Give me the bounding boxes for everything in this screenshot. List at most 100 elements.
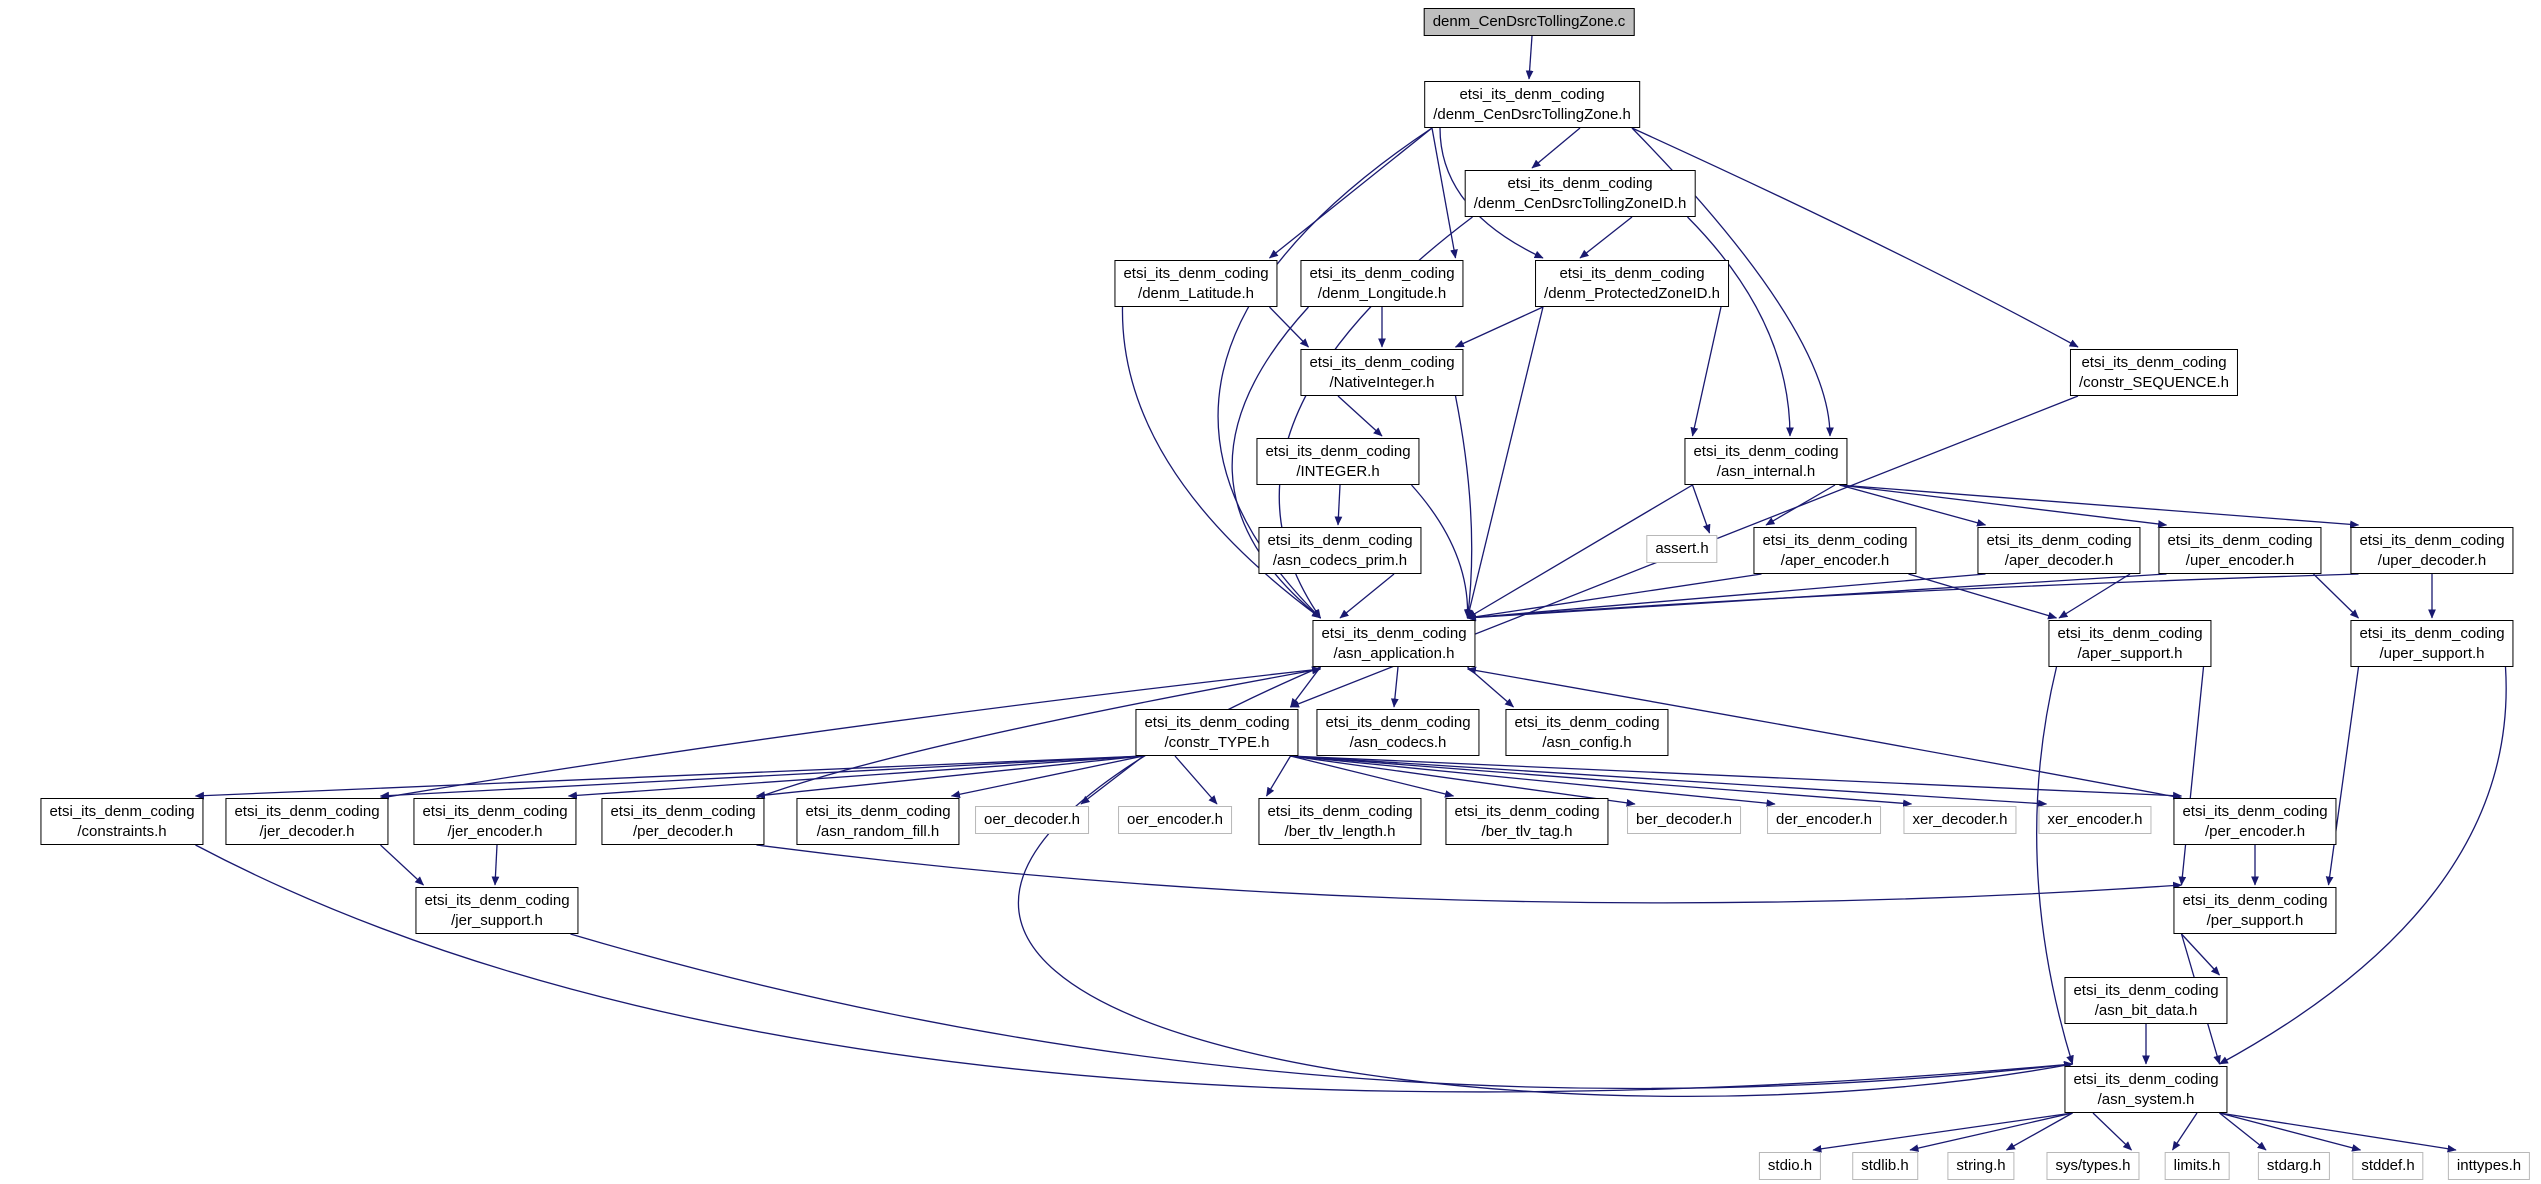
node-uper_support_h[interactable]: etsi_its_denm_coding/uper_support.h bbox=[2350, 620, 2514, 667]
node-aper_encoder_h[interactable]: etsi_its_denm_coding/aper_encoder.h bbox=[1753, 527, 1917, 574]
node-jer_decoder_h[interactable]: etsi_its_denm_coding/jer_decoder.h bbox=[225, 798, 389, 845]
graph-edge-constr_TYPE_h-to-ber_tlv_length_h bbox=[1265, 755, 1292, 797]
node-label: /denm_ProtectedZoneID.h bbox=[1544, 284, 1720, 302]
graph-edge-asn_system_h-to-string_h bbox=[2005, 1112, 2073, 1151]
graph-edge-constr_TYPE_h-to-per_encoder_h bbox=[1290, 755, 2183, 800]
node-per_encoder_h[interactable]: etsi_its_denm_coding/per_encoder.h bbox=[2173, 798, 2337, 845]
graph-edge-per_support_h-to-asn_bit_data_h bbox=[2181, 933, 2220, 976]
node-xer_decoder_h: xer_decoder.h bbox=[1903, 806, 2017, 834]
node-label: etsi_its_denm_coding bbox=[1144, 714, 1290, 731]
node-aper_decoder_h[interactable]: etsi_its_denm_coding/aper_decoder.h bbox=[1977, 527, 2141, 574]
node-label: etsi_its_denm_coding bbox=[1693, 443, 1839, 460]
node-label: stddef.h bbox=[2361, 1157, 2415, 1174]
node-label: etsi_its_denm_coding bbox=[2167, 532, 2313, 549]
node-label: /uper_decoder.h bbox=[2377, 551, 2487, 569]
node-asn_internal_h[interactable]: etsi_its_denm_coding/asn_internal.h bbox=[1684, 438, 1848, 485]
node-label: /asn_application.h bbox=[1333, 644, 1455, 662]
node-denm_CenDsrcTollingZone_h[interactable]: etsi_its_denm_coding/denm_CenDsrcTolling… bbox=[1424, 81, 1640, 128]
node-asn_random_fill_h[interactable]: etsi_its_denm_coding/asn_random_fill.h bbox=[796, 798, 960, 845]
node-asn_application_h[interactable]: etsi_its_denm_coding/asn_application.h bbox=[1312, 620, 1476, 667]
node-uper_decoder_h[interactable]: etsi_its_denm_coding/uper_decoder.h bbox=[2350, 527, 2514, 574]
node-label: stdarg.h bbox=[2266, 1157, 2322, 1174]
node-per_decoder_h[interactable]: etsi_its_denm_coding/per_decoder.h bbox=[601, 798, 765, 845]
graph-edge-aper_decoder_h-to-aper_support_h bbox=[2058, 573, 2131, 619]
node-asn_config_h[interactable]: etsi_its_denm_coding/asn_config.h bbox=[1505, 709, 1669, 756]
graph-edge-asn_system_h-to-sys_types_h bbox=[2092, 1112, 2132, 1151]
node-label: etsi_its_denm_coding bbox=[1267, 803, 1413, 820]
node-jer_encoder_h[interactable]: etsi_its_denm_coding/jer_encoder.h bbox=[413, 798, 577, 845]
node-denm_Longitude_h[interactable]: etsi_its_denm_coding/denm_Longitude.h bbox=[1300, 260, 1464, 307]
graph-edge-asn_system_h-to-stdarg_h bbox=[2219, 1112, 2267, 1151]
graph-edge-asn_internal_h-to-aper_encoder_h bbox=[1765, 484, 1836, 526]
node-oer_encoder_h: oer_encoder.h bbox=[1118, 806, 1232, 834]
graph-edge-denm_Latitude_h-to-asn_application_h bbox=[1121, 306, 1322, 619]
node-aper_support_h[interactable]: etsi_its_denm_coding/aper_support.h bbox=[2048, 620, 2212, 667]
node-label: /denm_CenDsrcTollingZone.h bbox=[1433, 105, 1631, 123]
graph-edge-constr_TYPE_h-to-xer_encoder_h bbox=[1290, 755, 2048, 808]
node-ber_tlv_tag_h[interactable]: etsi_its_denm_coding/ber_tlv_tag.h bbox=[1445, 798, 1609, 845]
node-denm_CenDsrcTollingZoneID_h[interactable]: etsi_its_denm_coding/denm_CenDsrcTolling… bbox=[1464, 170, 1696, 217]
node-asn_system_h[interactable]: etsi_its_denm_coding/asn_system.h bbox=[2064, 1066, 2228, 1113]
graph-edge-uper_encoder_h-to-uper_support_h bbox=[2313, 573, 2359, 619]
graph-edge-asn_internal_h-to-uper_encoder_h bbox=[1839, 484, 2168, 528]
graph-edge-aper_decoder_h-to-asn_application_h bbox=[1466, 573, 1986, 622]
graph-edge-asn_internal_h-to-assert_h bbox=[1691, 484, 1711, 534]
node-NativeInteger_h[interactable]: etsi_its_denm_coding/NativeInteger.h bbox=[1300, 349, 1464, 396]
node-label: /constr_TYPE.h bbox=[1164, 733, 1270, 751]
graph-edge-per_decoder_h-to-per_support_h bbox=[756, 844, 2183, 904]
node-label: etsi_its_denm_coding bbox=[2182, 892, 2328, 909]
node-label: /denm_Longitude.h bbox=[1317, 284, 1447, 302]
node-label: /asn_internal.h bbox=[1716, 462, 1816, 480]
node-label: etsi_its_denm_coding bbox=[49, 803, 195, 820]
graph-edge-denm_Latitude_h-to-NativeInteger_h bbox=[1269, 306, 1309, 348]
node-label: /jer_encoder.h bbox=[447, 822, 543, 840]
node-per_support_h[interactable]: etsi_its_denm_coding/per_support.h bbox=[2173, 887, 2337, 934]
node-limits_h: limits.h bbox=[2164, 1152, 2230, 1180]
node-constraints_h[interactable]: etsi_its_denm_coding/constraints.h bbox=[40, 798, 204, 845]
graph-edge-constraints_h-to-asn_system_h bbox=[195, 844, 2074, 1093]
node-label: assert.h bbox=[1655, 540, 1709, 557]
node-jer_support_h[interactable]: etsi_its_denm_coding/jer_support.h bbox=[415, 887, 579, 934]
graph-edge-constr_TYPE_h-to-oer_encoder_h bbox=[1174, 755, 1218, 805]
graph-edge-denm_CenDsrcTollingZone_h-to-denm_Latitude_h bbox=[1268, 127, 1433, 259]
graph-edge-jer_decoder_h-to-asn_application_h bbox=[380, 666, 1322, 799]
node-label: etsi_its_denm_coding bbox=[1325, 714, 1471, 731]
node-label: /asn_bit_data.h bbox=[2094, 1001, 2198, 1019]
node-label: etsi_its_denm_coding bbox=[2182, 803, 2328, 820]
node-label: xer_encoder.h bbox=[2047, 811, 2143, 828]
graph-edge-per_decoder_h-to-asn_application_h bbox=[756, 666, 1322, 799]
node-uper_encoder_h[interactable]: etsi_its_denm_coding/uper_encoder.h bbox=[2158, 527, 2322, 574]
node-constr_SEQUENCE_h[interactable]: etsi_its_denm_coding/constr_SEQUENCE.h bbox=[2069, 349, 2239, 396]
node-label: etsi_its_denm_coding bbox=[1986, 532, 2132, 549]
node-label: etsi_its_denm_coding bbox=[2057, 625, 2203, 642]
node-denm_Latitude_h[interactable]: etsi_its_denm_coding/denm_Latitude.h bbox=[1114, 260, 1278, 307]
node-constr_TYPE_h[interactable]: etsi_its_denm_coding/constr_TYPE.h bbox=[1135, 709, 1299, 756]
node-label: /denm_CenDsrcTollingZoneID.h bbox=[1473, 194, 1687, 212]
node-label: /asn_codecs_prim.h bbox=[1272, 551, 1408, 569]
node-label: etsi_its_denm_coding bbox=[234, 803, 380, 820]
node-asn_codecs_prim_h[interactable]: etsi_its_denm_coding/asn_codecs_prim.h bbox=[1258, 527, 1422, 574]
node-INTEGER_h[interactable]: etsi_its_denm_coding/INTEGER.h bbox=[1256, 438, 1420, 485]
node-label: /asn_config.h bbox=[1542, 733, 1632, 751]
node-label: string.h bbox=[1956, 1157, 2006, 1174]
node-asn_bit_data_h[interactable]: etsi_its_denm_coding/asn_bit_data.h bbox=[2064, 977, 2228, 1024]
node-denm_CenDsrcTollingZone_c: denm_CenDsrcTollingZone.c bbox=[1423, 8, 1635, 36]
graph-edge-uper_support_h-to-asn_system_h bbox=[2218, 666, 2507, 1065]
node-label: /uper_encoder.h bbox=[2185, 551, 2295, 569]
node-denm_ProtectedZoneID_h[interactable]: etsi_its_denm_coding/denm_ProtectedZoneI… bbox=[1535, 260, 1729, 307]
node-ber_decoder_h: ber_decoder.h bbox=[1627, 806, 1741, 834]
node-ber_tlv_length_h[interactable]: etsi_its_denm_coding/ber_tlv_length.h bbox=[1258, 798, 1422, 845]
node-label: etsi_its_denm_coding bbox=[1309, 354, 1455, 371]
graph-edge-denm_Longitude_h-to-asn_application_h bbox=[1231, 306, 1322, 619]
node-asn_codecs_h[interactable]: etsi_its_denm_coding/asn_codecs.h bbox=[1316, 709, 1480, 756]
graph-edge-denm_ProtectedZoneID_h-to-NativeInteger_h bbox=[1454, 306, 1544, 348]
graph-edge-NativeInteger_h-to-asn_application_h bbox=[1454, 395, 1473, 619]
node-label: etsi_its_denm_coding bbox=[1514, 714, 1660, 731]
node-label: etsi_its_denm_coding bbox=[1321, 625, 1467, 642]
node-label: etsi_its_denm_coding bbox=[422, 803, 568, 820]
node-label: der_encoder.h bbox=[1776, 811, 1872, 828]
node-label: etsi_its_denm_coding bbox=[1559, 265, 1705, 282]
node-label: etsi_its_denm_coding bbox=[610, 803, 756, 820]
